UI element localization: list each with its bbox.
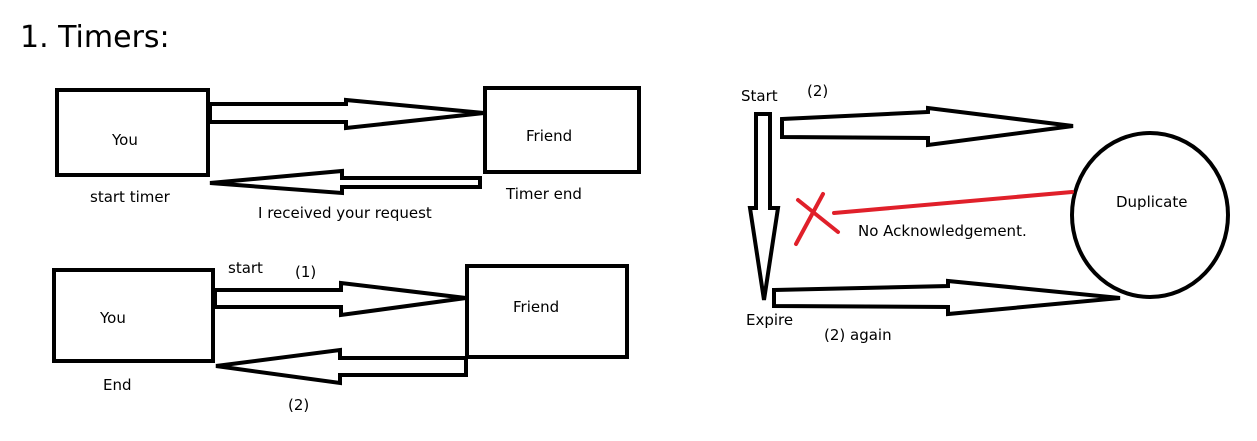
step1-label: (1): [295, 263, 316, 281]
no-ack-label: No Acknowledgement.: [858, 222, 1027, 240]
friend-label-top: Friend: [526, 127, 572, 145]
friend-label-bottom: Friend: [513, 298, 559, 316]
request-arrow-top: [208, 97, 485, 131]
expire-label: Expire: [746, 311, 793, 329]
page-title: 1. Timers:: [20, 20, 170, 55]
friend-box-bottom: [465, 264, 629, 359]
reply-arrow-bottom: [215, 347, 468, 386]
you-box-bottom: [52, 268, 215, 363]
resend-arrow-right: [772, 278, 1121, 317]
you-label-bottom: You: [99, 309, 126, 327]
end-label: End: [103, 376, 132, 394]
send-arrow-right: [780, 105, 1074, 148]
duplicate-label: Duplicate: [1116, 193, 1187, 211]
reply-arrow-top: [209, 168, 482, 196]
you-box-top: [55, 88, 210, 177]
timer-down-arrow: [747, 112, 781, 301]
duplicate-circle: [1070, 131, 1230, 299]
again-label: (2) again: [824, 326, 892, 344]
timer-end-label: Timer end: [505, 185, 582, 203]
panel-top-left: You Friend start timer Timer end I recei…: [55, 86, 641, 222]
start-timer-label: start timer: [90, 188, 171, 206]
panel-bottom-left: You Friend start (1) End (2): [52, 259, 629, 414]
failure-x-icon: [794, 192, 840, 246]
you-label-top: You: [111, 131, 138, 149]
step2-label-bottom: (2): [288, 396, 309, 414]
friend-box-top: [483, 86, 641, 174]
reply-label: I received your request: [258, 204, 432, 222]
step2-label-right: (2): [807, 82, 828, 100]
start-label-right: Start: [741, 87, 778, 105]
start-label-bottom: start: [228, 259, 263, 277]
failed-ack-line: [832, 190, 1074, 215]
panel-right: Start (2) Duplicate No Acknowledgement. …: [741, 82, 1230, 344]
request-arrow-bottom: [213, 280, 467, 318]
